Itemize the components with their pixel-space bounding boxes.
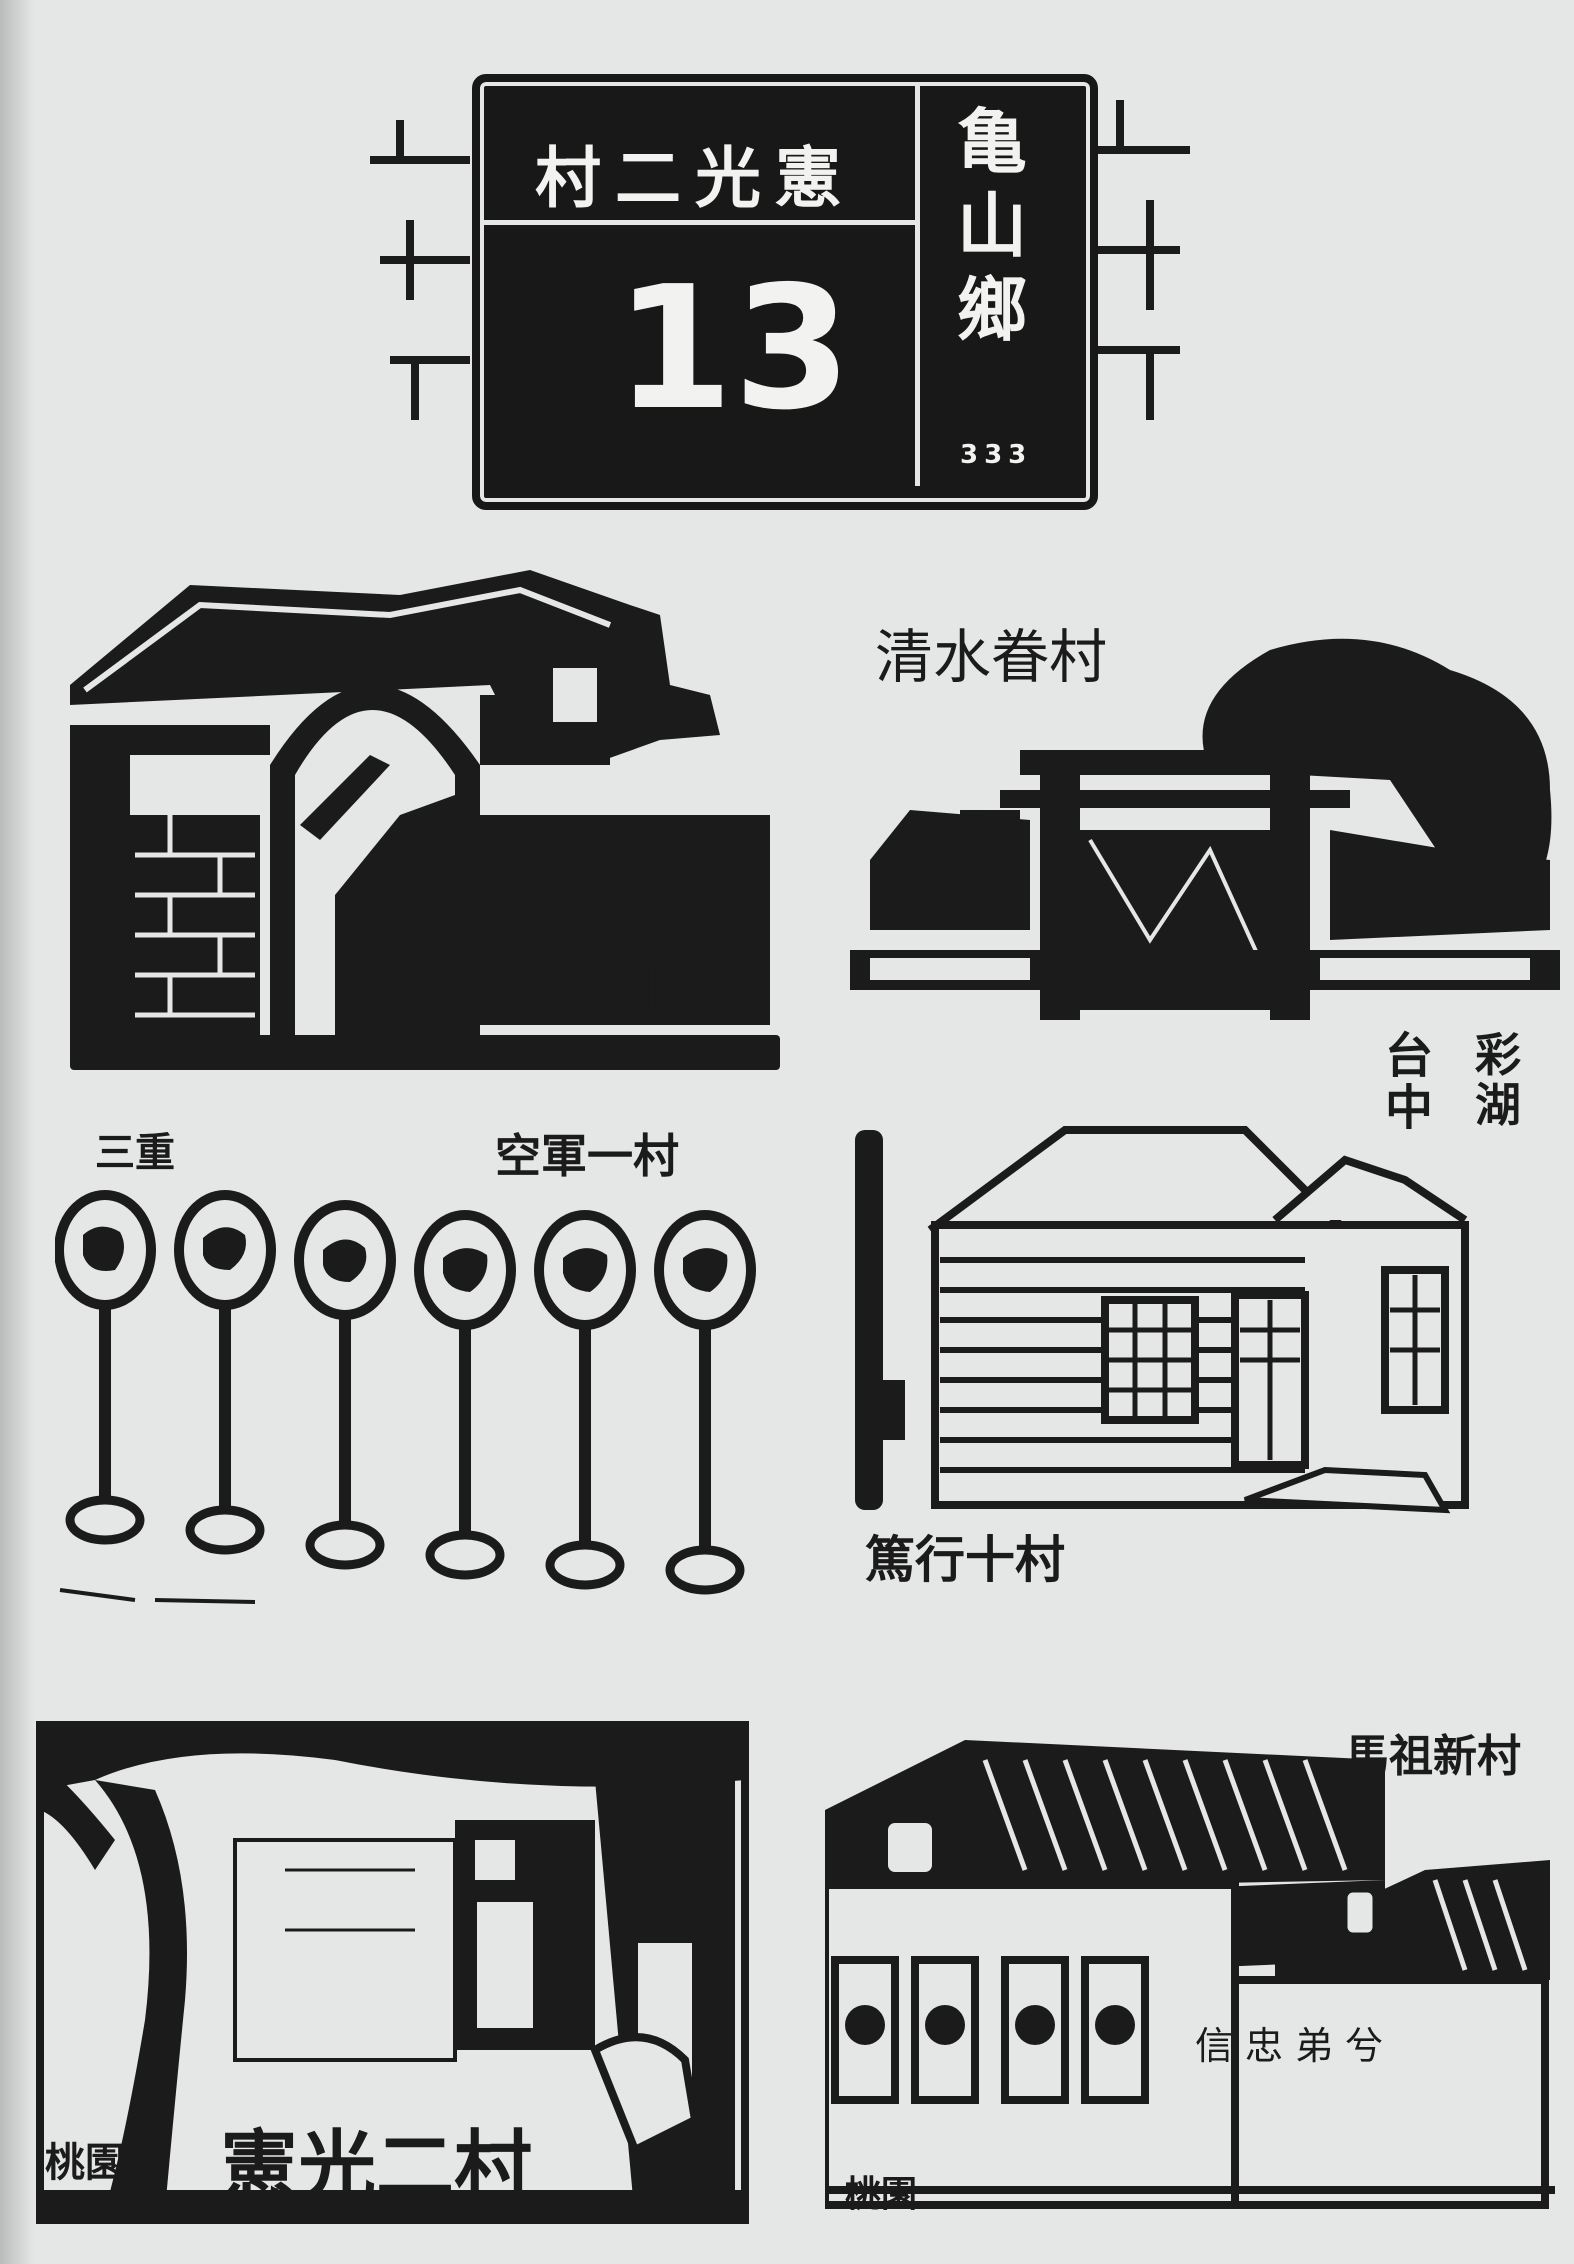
mazu-house-illustration	[825, 1740, 1555, 2209]
book-gutter	[0, 0, 34, 2264]
qingshui-label: 清水眷村	[875, 623, 1108, 691]
taichung-duxing-village-print: 台中 彩湖 篤行十村	[845, 1030, 1560, 1590]
qingshui-gate-illustration	[850, 638, 1560, 1020]
xianguang-courtyard-illustration	[36, 1721, 749, 2224]
sign-divider-vertical	[915, 86, 920, 486]
tin-can-phone-posts	[55, 1190, 756, 1604]
mazu-label: 馬祖新村	[1345, 1731, 1521, 1782]
duxing-house-illustration	[855, 1126, 1469, 1514]
beitou-label: 北投	[625, 962, 737, 1028]
beitou-gate-illustration	[70, 570, 780, 1070]
sign-township: 亀山鄉	[957, 100, 1027, 351]
sign-village-name: 憲光二村	[535, 139, 855, 217]
mazu-wall-text: 信忠弟兮	[1195, 2024, 1396, 2068]
taoyuan-location: 桃園	[45, 2139, 125, 2186]
taoyuan-xianguang-village-print: 桃園 憲光二村	[35, 1720, 750, 2225]
sign-postal-code: 333	[960, 440, 1033, 470]
sanchong-label: 空軍一村	[495, 1129, 679, 1183]
sign-plate	[472, 74, 1098, 510]
beitou-gate-print: 北投	[70, 565, 785, 1070]
taichung-location-2: 彩湖	[1475, 1028, 1521, 1132]
xianguang-label: 憲光二村	[220, 2122, 533, 2213]
door-number-sign-print: 憲光二村 13 亀山鄉 333	[360, 60, 1200, 520]
sign-divider-horizontal	[482, 220, 915, 225]
sign-house-number: 13	[615, 250, 852, 448]
qingshui-village-print: 清水眷村	[850, 610, 1560, 1030]
sanchong-location: 三重	[95, 1129, 175, 1176]
mazu-location: 桃園	[845, 2173, 918, 2215]
taichung-location: 台中	[1385, 1028, 1434, 1136]
sanchong-air-force-village-print: 三重 空軍一村	[55, 1120, 775, 1620]
duxing-label: 篤行十村	[865, 1530, 1065, 1589]
brick-wall-lines	[370, 100, 1190, 420]
mazu-new-village-print: 馬祖新村 信忠弟兮 桃園	[825, 1720, 1555, 2225]
